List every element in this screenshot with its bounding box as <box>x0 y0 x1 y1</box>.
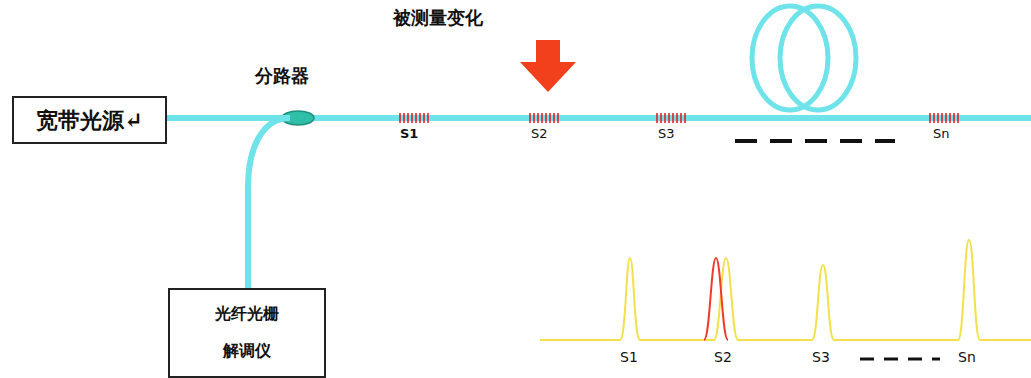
demodulator-box: 光纤光栅 解调仪 <box>168 288 326 378</box>
spectrum-curve <box>540 240 1031 340</box>
fiber-connector <box>167 118 290 288</box>
bragg-gratings <box>400 113 958 123</box>
peak-label: Sn <box>958 349 976 365</box>
light-source-box: 宽带光源↵ <box>12 96 167 144</box>
splitter-label: 分路器 <box>255 64 309 88</box>
grating-label: Sn <box>933 126 950 141</box>
measurand-label: 被测量变化 <box>393 6 483 30</box>
peak-label: S2 <box>714 349 732 365</box>
continuation-dashes <box>860 358 940 361</box>
peak-label: S1 <box>620 349 638 365</box>
fiber-coil <box>752 6 856 110</box>
strain-arrow <box>520 40 576 92</box>
node-text: 光纤光栅 解调仪 <box>211 296 283 370</box>
peak-label: S3 <box>812 349 830 365</box>
shifted-peak <box>704 258 728 340</box>
continuation-dashes <box>735 139 895 143</box>
grating-label: S3 <box>658 126 675 141</box>
node-text: 宽带光源↵ <box>36 107 142 133</box>
grating-label: S2 <box>531 126 548 141</box>
grating-label: S1 <box>400 126 418 141</box>
